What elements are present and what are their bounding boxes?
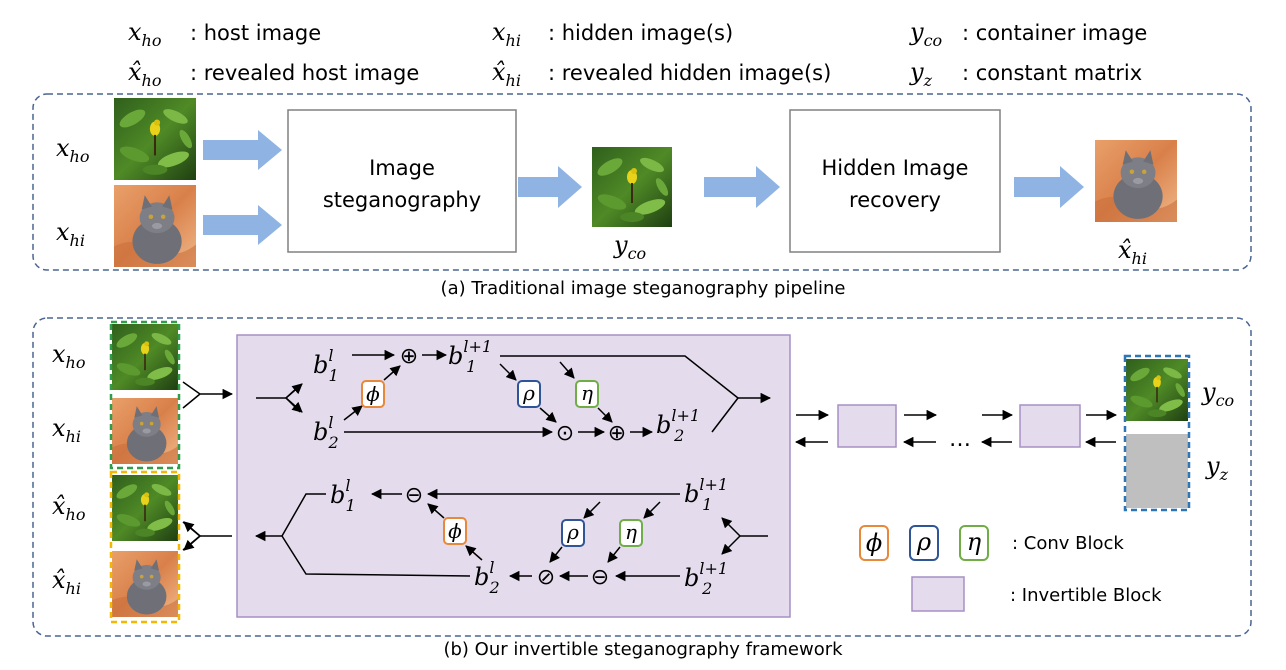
b-rev-eta: η xyxy=(625,520,637,544)
a-box1-line1: Image xyxy=(369,156,435,180)
b-fwd-phi: ϕ xyxy=(366,382,380,406)
legend-rev-hidden-symbol: x̂hi xyxy=(492,58,521,90)
legend-host-text: : host image xyxy=(190,21,321,45)
legend-container-symbol: yco xyxy=(909,18,942,50)
b-rev-rho-block xyxy=(561,519,585,547)
b-invertible-block-1 xyxy=(837,404,897,448)
b-xhat-ho-label: x̂ho xyxy=(52,492,85,524)
b-block-chain: … xyxy=(794,404,1118,452)
b-input-group-border xyxy=(109,320,181,470)
b-y-co-label: yco xyxy=(1201,378,1234,410)
b-invertible-block-2 xyxy=(1019,404,1081,448)
legend-rev-host-symbol: x̂ho xyxy=(128,58,161,90)
a-hidden-image xyxy=(114,185,196,267)
panel-b-border xyxy=(32,317,1252,637)
b-rev-phi-block xyxy=(443,517,467,545)
legend-phi-block xyxy=(859,525,889,561)
a-box1-line2: steganography xyxy=(323,188,481,212)
a-steganography-box xyxy=(287,109,517,253)
legend-eta: η xyxy=(967,528,982,556)
a-y-co-label: yco xyxy=(613,231,646,263)
b-output-group-border xyxy=(109,470,181,624)
legend-hidden-text: : hidden image(s) xyxy=(548,21,733,45)
a-host-image xyxy=(114,98,196,180)
legend-eta-block xyxy=(959,525,989,561)
legend-invertible-block xyxy=(911,576,965,612)
b-chain-ellipsis: … xyxy=(949,427,971,452)
a-box2-line1: Hidden Image xyxy=(822,156,969,180)
legend-phi: ϕ xyxy=(866,529,882,557)
b-split-connector xyxy=(182,521,232,551)
b-fwd-rho-block xyxy=(517,380,541,408)
b-fwd-oplus-2: ⊕ xyxy=(608,421,626,446)
b-container-image xyxy=(1126,359,1188,421)
a-recovery-box xyxy=(789,109,1001,253)
panel-b-caption: (b) Our invertible steganography framewo… xyxy=(443,639,843,660)
b-xhat-hi-label: x̂hi xyxy=(52,566,81,598)
b-constant-matrix xyxy=(1126,434,1188,508)
legend-rho: ρ xyxy=(916,528,931,556)
a-x-ho-label: xho xyxy=(56,134,89,166)
panel-a: xho xhi Image steganography yco Hidden I… xyxy=(32,93,1252,271)
legend-rev-host-text: : revealed host image xyxy=(190,61,419,85)
legend-constant-text: : constant matrix xyxy=(962,61,1142,85)
a-x-hi-label: xhi xyxy=(56,218,85,250)
legend-rev-hidden-text: : revealed hidden image(s) xyxy=(548,61,831,85)
a-arrow-2 xyxy=(203,205,282,245)
a-container-image xyxy=(592,147,672,227)
legend-hidden-symbol: xhi xyxy=(492,18,521,50)
b-right-group-border xyxy=(1123,354,1191,512)
legend-host-symbol: xho xyxy=(128,18,161,50)
b-fwd-eta: η xyxy=(581,381,593,405)
b-x-hi-label: xhi xyxy=(52,414,81,446)
legend-conv-block-text: : Conv Block xyxy=(1012,533,1124,554)
legend-rho-block xyxy=(909,525,939,561)
legend-invertible-block-text: : Invertible Block xyxy=(1010,585,1162,606)
legend-container-text: : container image xyxy=(962,21,1147,45)
b-merge-connector xyxy=(182,381,232,409)
b-revealed-host-image xyxy=(112,475,178,541)
b-host-image xyxy=(112,324,178,390)
legend-constant-symbol: yz xyxy=(909,58,933,90)
a-arrow-1 xyxy=(203,130,282,170)
b-x-ho-label: xho xyxy=(52,340,85,372)
a-xhat-hi-label: x̂hi xyxy=(1118,236,1147,268)
b-rev-rho: ρ xyxy=(566,520,579,544)
b-rev-oslash: ⊘ xyxy=(537,565,555,590)
panel-a-border xyxy=(32,93,1252,271)
b-fwd-rho: ρ xyxy=(522,381,535,405)
b-y-z-label: yz xyxy=(1205,452,1229,484)
a-box2-line2: recovery xyxy=(849,188,941,212)
b-hidden-image xyxy=(112,398,178,464)
b-rev-phi: ϕ xyxy=(448,519,462,543)
b-revealed-hidden-image xyxy=(112,551,178,617)
b-fwd-eta-block xyxy=(575,380,599,408)
a-revealed-image xyxy=(1095,140,1177,222)
b-rev-ominus-1: ⊖ xyxy=(405,483,423,508)
b-rev-ominus-2: ⊖ xyxy=(591,565,609,590)
legend: xho : host image x̂ho : revealed host im… xyxy=(128,18,1147,90)
b-fwd-oplus-1: ⊕ xyxy=(400,344,418,369)
b-block-legend: ϕ ρ η : Conv Block : Invertible Block xyxy=(859,525,1162,612)
a-arrow-3 xyxy=(518,166,582,208)
b-fwd-odot: ⊙ xyxy=(556,421,574,446)
b-rev-eta-block xyxy=(619,519,643,547)
a-arrow-4 xyxy=(704,166,780,208)
a-arrow-5 xyxy=(1014,166,1084,208)
b-invertible-block-detail xyxy=(236,334,791,618)
panel-a-caption: (a) Traditional image steganography pipe… xyxy=(441,278,846,299)
b-fwd-phi-block xyxy=(361,380,385,408)
